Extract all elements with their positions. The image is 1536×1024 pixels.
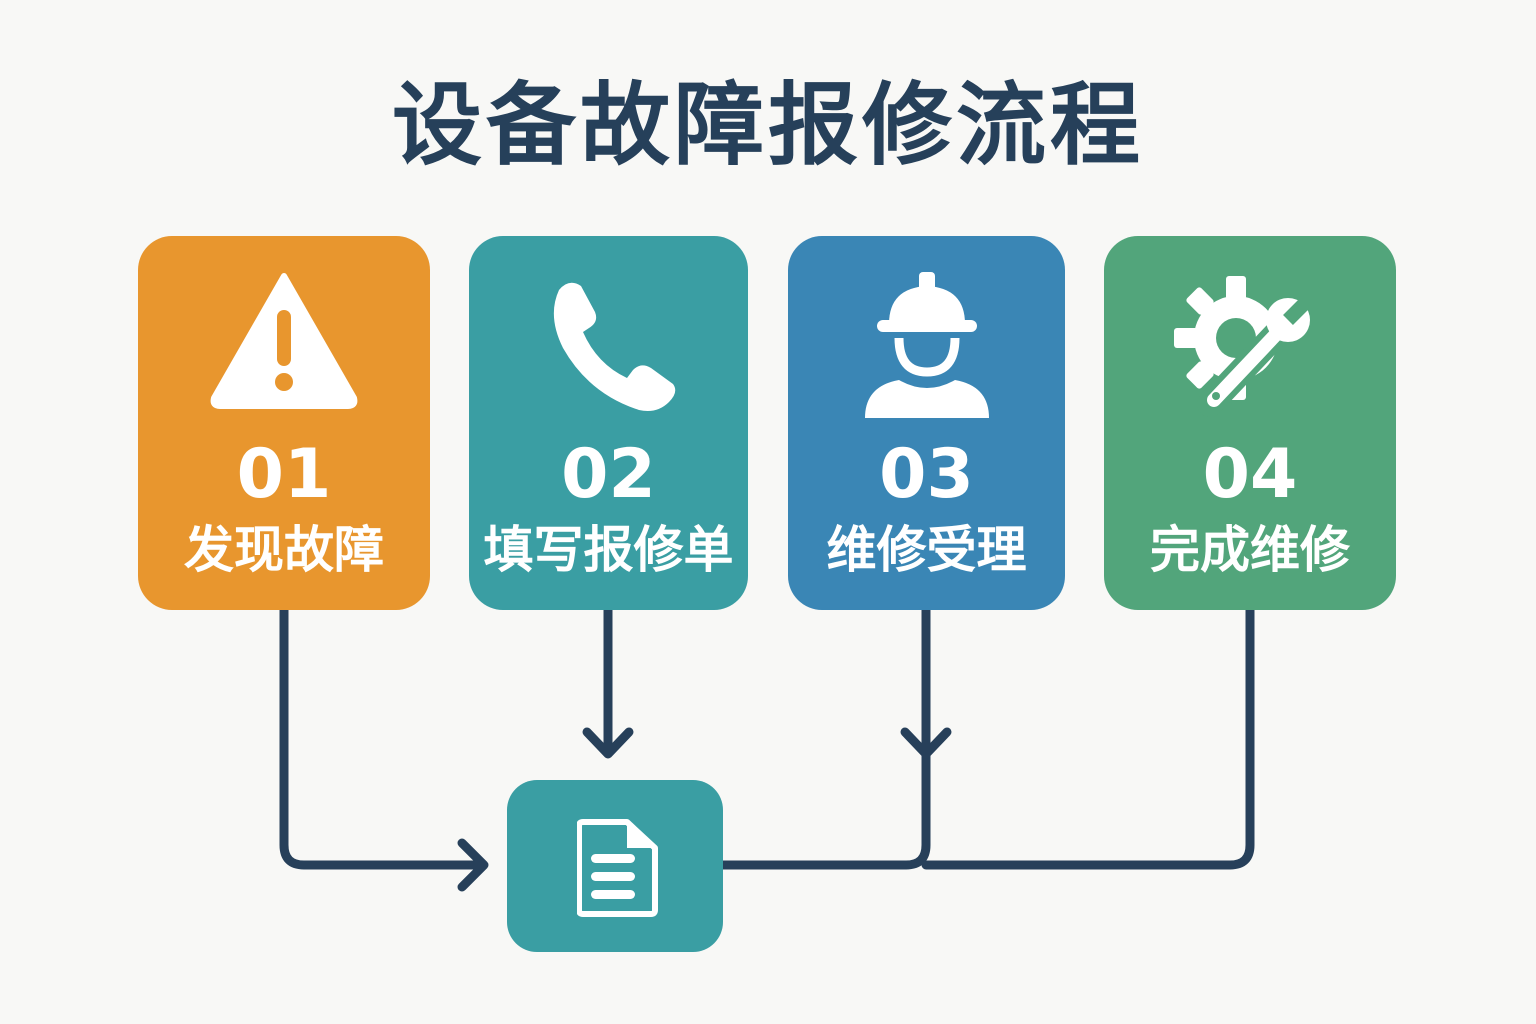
step-number: 04	[1202, 435, 1298, 514]
step-number: 01	[236, 435, 332, 514]
warning-icon	[210, 273, 358, 409]
page-title: 设备故障报修流程	[392, 73, 1144, 178]
gear-wrench-icon	[1174, 276, 1325, 417]
step-label: 维修受理	[826, 521, 1027, 579]
repair-form-node[interactable]	[507, 780, 723, 952]
phone-icon	[553, 282, 675, 411]
step-number: 03	[879, 435, 974, 514]
step-number: 02	[561, 435, 656, 514]
step-label: 完成维修	[1150, 521, 1350, 579]
arrowhead-down	[582, 727, 634, 759]
connector-step1	[279, 605, 485, 870]
step-card-2[interactable]: 02 填写报修单	[469, 236, 748, 610]
worker-icon	[864, 272, 989, 418]
step-card-1[interactable]: 01 发现故障	[138, 236, 430, 610]
arrowhead-down-step3	[900, 727, 952, 759]
document-icon	[577, 819, 658, 917]
step-label: 填写报修单	[483, 521, 734, 579]
step-label: 发现故障	[184, 521, 384, 579]
step-card-4[interactable]: 04 完成维修	[1104, 236, 1396, 610]
connector-step4	[921, 605, 1255, 870]
arrowhead-right	[457, 838, 489, 892]
connector-step3	[718, 605, 931, 870]
step-card-3[interactable]: 03 维修受理	[788, 236, 1065, 610]
